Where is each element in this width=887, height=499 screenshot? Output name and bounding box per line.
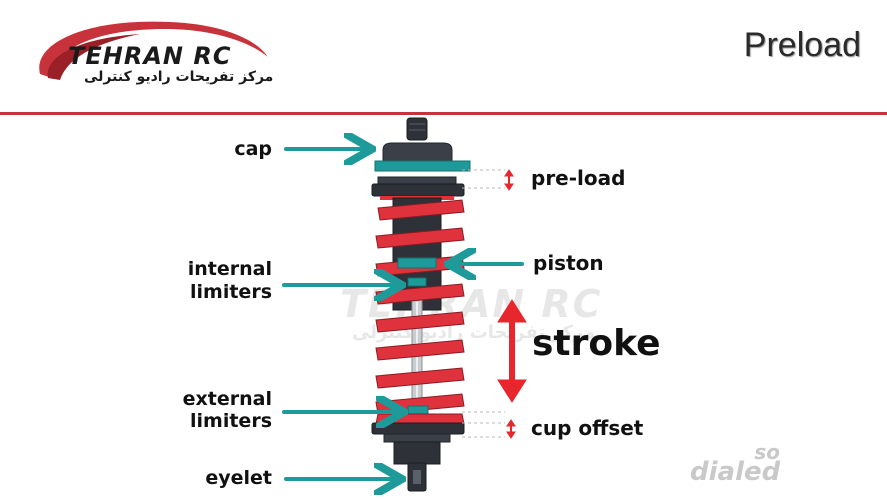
eyelet-part: [407, 462, 427, 492]
guide-lines: [462, 169, 505, 438]
cap-label: cap: [234, 138, 272, 160]
cup-offset-measure-arrow: [506, 419, 516, 439]
external-limiter-part: [407, 405, 429, 415]
header-divider: [0, 112, 887, 115]
logo-swoosh-icon: [39, 21, 269, 80]
stroke-arrow: [497, 299, 527, 403]
page-title: Preload: [743, 26, 861, 64]
piston-part: [397, 257, 437, 269]
internal-limiters-label-line1: internal: [187, 258, 272, 280]
external-limiters-label-line1: external: [182, 388, 272, 410]
internal-limiter-part: [407, 277, 427, 287]
preload-measure-arrow: [504, 169, 514, 191]
stroke-label: stroke: [532, 323, 661, 364]
cap-part: [374, 142, 471, 172]
eyelet-label: eyelet: [205, 467, 272, 489]
logo-text: TEHRAN RC: [68, 42, 232, 70]
piston-label: piston: [533, 251, 604, 275]
tehran-rc-logo: [30, 12, 280, 102]
header: [0, 0, 887, 113]
lower-cup: [371, 413, 465, 465]
cup-offset-label: cup offset: [531, 416, 644, 440]
top-mount: [406, 117, 428, 141]
internal-limiters-label-line2: limiters: [190, 281, 272, 303]
external-limiters-label-line2: limiters: [190, 410, 272, 432]
pre-load-label: pre-load: [531, 166, 626, 190]
logo-subtext: مرکز تفریحات رادیو کنترلی: [84, 69, 274, 85]
so-dialed-credit: so dialed: [690, 440, 781, 487]
credit-line1: so: [754, 440, 780, 464]
credit-line2: dialed: [690, 457, 781, 487]
upper-spring-collar: [371, 176, 465, 200]
